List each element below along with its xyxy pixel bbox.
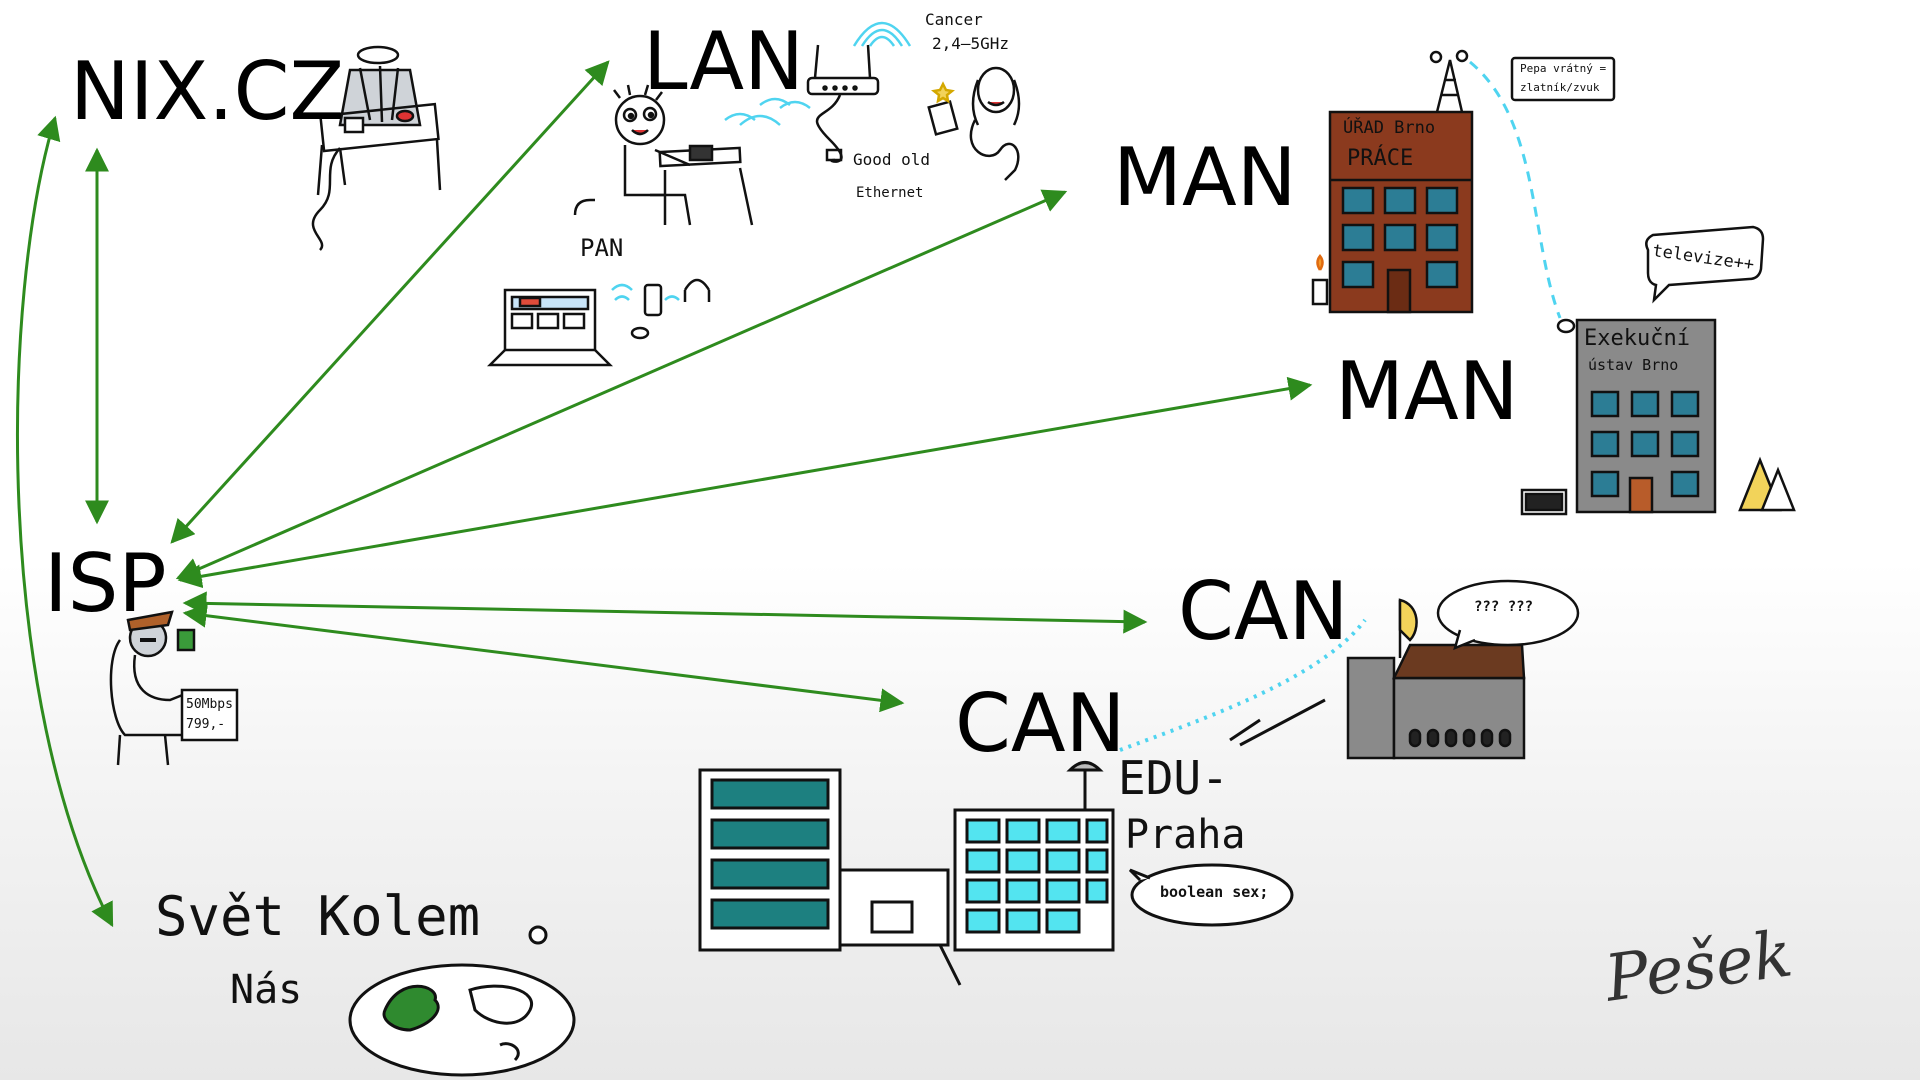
node-label-nix: NIX.CZ <box>70 45 345 138</box>
connection-arrows <box>16 60 1313 928</box>
annotation-cancer: Cancer <box>925 10 983 29</box>
lan-sketch <box>486 21 1021 367</box>
annotation-bubble-can: ??? ??? <box>1474 599 1534 615</box>
node-label-man-2: MAN <box>1335 345 1519 438</box>
node-label-isp: ISP <box>44 537 167 630</box>
annotation-ustav: ústav Brno <box>1588 356 1679 374</box>
arrow-isp-can2 <box>182 603 905 713</box>
annotation-pepa-2: zlatník/zvuk <box>1520 81 1600 94</box>
annotation-nas: Nás <box>230 967 303 1013</box>
annotation-isp-price-1: 50Mbps <box>186 697 233 712</box>
man2-building-sketch <box>1520 225 1796 516</box>
annotation-boolean: boolean sex; <box>1160 883 1269 901</box>
node-label-man-1: MAN <box>1113 131 1297 224</box>
annotation-pepa: Pepa vrátný = <box>1520 62 1607 75</box>
annotation-prace: PRÁCE <box>1347 146 1414 171</box>
annotation-edu: EDU- <box>1118 751 1229 805</box>
annotation-good-old: Good old <box>853 150 931 169</box>
nix-person-sketch <box>311 45 442 251</box>
annotation-isp-price-2: 799,- <box>186 717 226 732</box>
wireless-link-can <box>1119 618 1367 752</box>
wireless-link-man <box>1469 60 1562 319</box>
can1-building-sketch <box>1346 579 1580 760</box>
isp-person-sketch <box>109 610 239 766</box>
node-label-can-2: CAN <box>955 677 1126 770</box>
annotation-urad: ÚŘAD Brno <box>1343 118 1436 138</box>
can2-campus-sketch <box>698 761 1294 986</box>
annotation-svet: Svět Kolem <box>155 885 481 948</box>
arrow-nix-world <box>16 115 114 928</box>
annotation-ethernet: Ethernet <box>856 185 924 201</box>
annotation-praha: Praha <box>1125 812 1246 858</box>
arrow-isp-man2 <box>177 376 1313 589</box>
man1-building-sketch <box>1311 49 1616 314</box>
annotation-frequency: 2,4—5GHz <box>932 34 1010 53</box>
node-label-lan: LAN <box>643 15 804 108</box>
annotation-exekucni: Exekuční <box>1584 326 1690 351</box>
arrow-isp-can1 <box>182 591 1148 634</box>
node-label-can-1: CAN <box>1178 565 1349 658</box>
campus-to-church-link <box>1229 698 1326 747</box>
world-globe-sketch <box>348 925 576 1077</box>
annotation-pan: PAN <box>580 234 624 262</box>
